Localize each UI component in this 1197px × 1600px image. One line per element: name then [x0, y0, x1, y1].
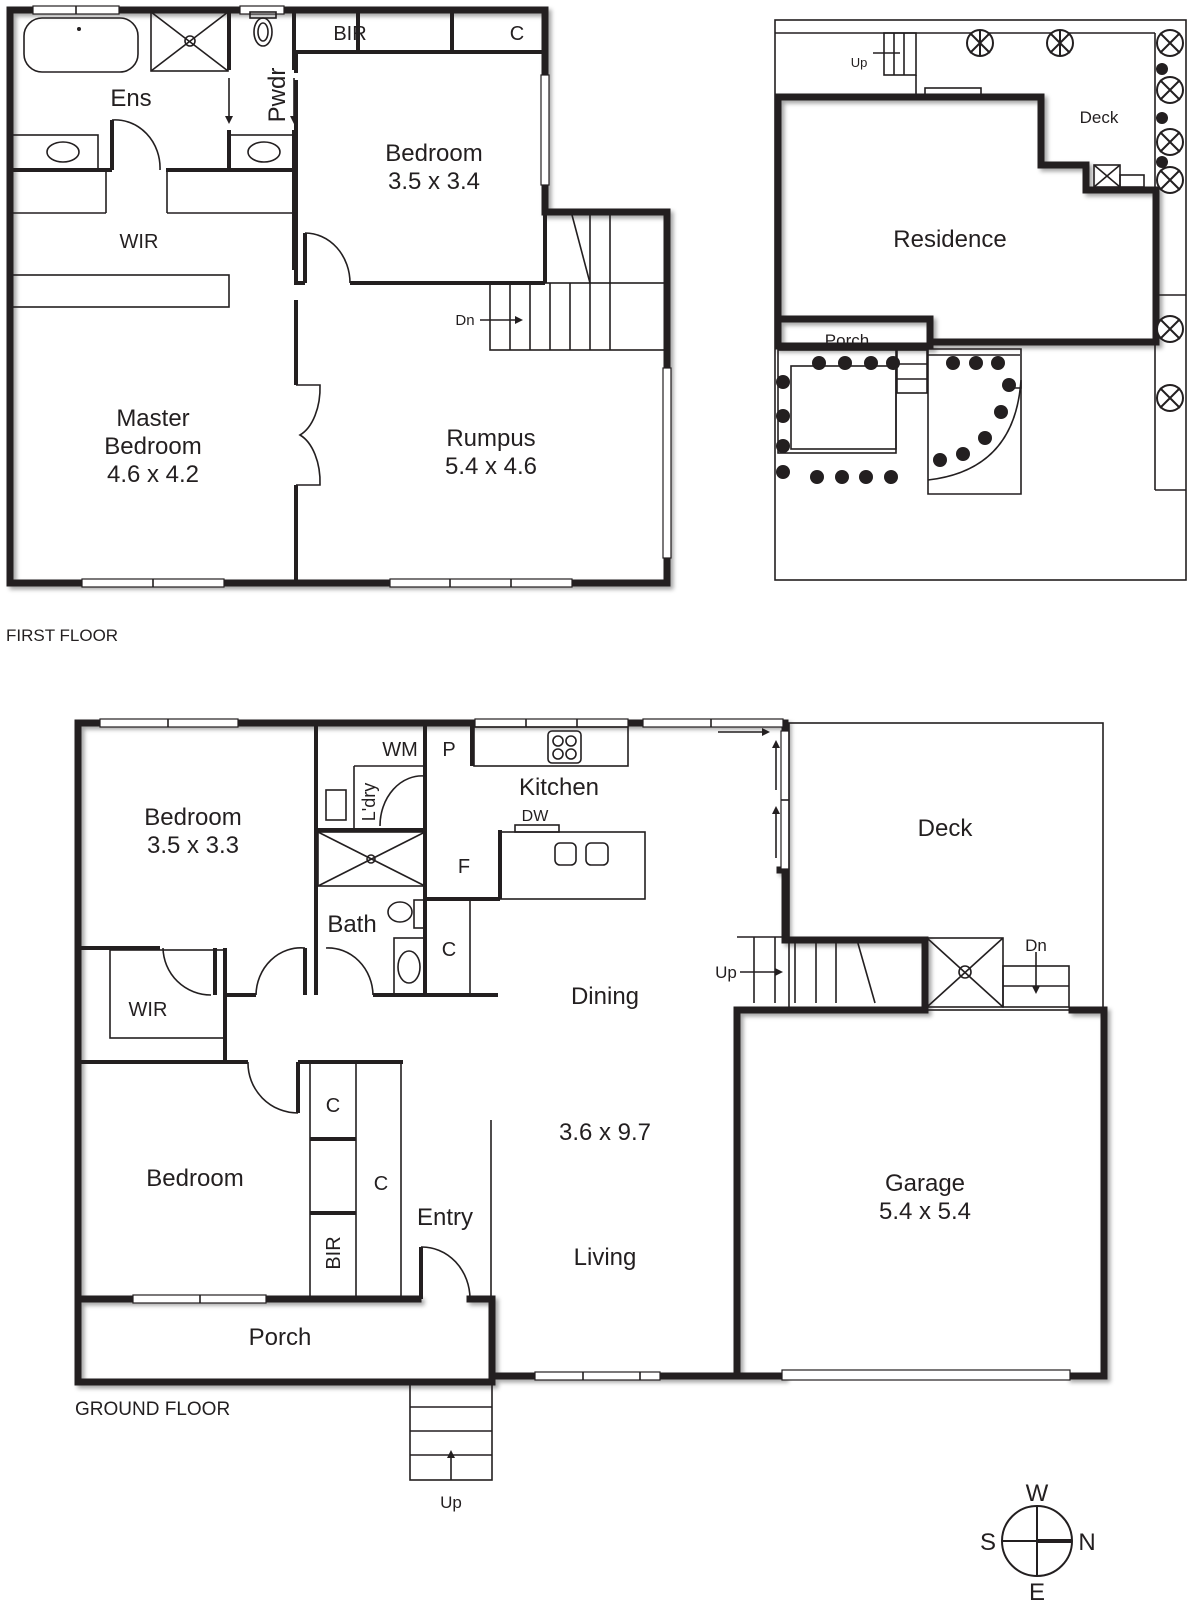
room-label-rumpus: Rumpus: [446, 425, 535, 452]
room-label-wir: WIR: [129, 999, 168, 1021]
compass-north: N: [1078, 1529, 1095, 1556]
front-stairs-label-up: Up: [440, 1493, 462, 1512]
first-floor-plan: [6, 5, 672, 588]
room-label-master-1: Master: [116, 405, 189, 432]
shrub-icons: [776, 63, 1168, 484]
site-label-up: Up: [851, 55, 868, 70]
room-label-wm: WM: [382, 739, 418, 761]
label-dishwasher: DW: [522, 808, 550, 825]
first-floor-caption: FIRST FLOOR: [6, 626, 118, 645]
stairs-label-dn: Dn: [1025, 936, 1047, 955]
room-label-master-2: Bedroom: [104, 433, 201, 460]
room-size-master: 4.6 x 4.2: [107, 461, 199, 488]
room-label-dining: Dining: [571, 983, 639, 1010]
room-label-cupboard-1: C: [326, 1095, 340, 1117]
room-label-powder: Pwdr: [264, 68, 291, 123]
site-label-residence: Residence: [893, 226, 1006, 253]
room-label-bedroom-1: Bedroom: [144, 804, 241, 831]
room-label-porch: Porch: [249, 1324, 312, 1351]
room-size-rumpus: 5.4 x 4.6: [445, 453, 537, 480]
room-label-cupboard: C: [510, 23, 524, 45]
room-label-bir: BIR: [323, 1236, 345, 1269]
room-label-cupboard-2: C: [374, 1173, 388, 1195]
room-label-pantry: P: [442, 739, 455, 761]
room-label-bedroom: Bedroom: [385, 140, 482, 167]
stairs-label-dn: Dn: [455, 312, 474, 329]
room-label-kitchen: Kitchen: [519, 774, 599, 801]
room-size-bedroom: 3.5 x 3.4: [388, 168, 480, 195]
site-label-deck: Deck: [1080, 108, 1119, 127]
compass-south: S: [980, 1529, 996, 1556]
room-size-living: 3.6 x 9.7: [559, 1119, 651, 1146]
room-label-laundry: L'dry: [359, 783, 379, 821]
room-label-bedroom-2: Bedroom: [146, 1165, 243, 1192]
stairs-label-up: Up: [715, 963, 737, 982]
site-label-porch: Porch: [825, 331, 869, 350]
room-label-bir: BIR: [333, 23, 366, 45]
room-label-bath: Bath: [327, 911, 376, 938]
compass-east: E: [1029, 1579, 1045, 1600]
room-label-wir: WIR: [120, 231, 159, 253]
tree-icons: [966, 29, 1184, 412]
room-label-deck: Deck: [918, 815, 974, 842]
room-label-linen: C: [442, 939, 456, 961]
room-label-ensuite: Ens: [110, 85, 151, 112]
room-label-living: Living: [574, 1244, 637, 1271]
ground-floor-plan: [74, 718, 1108, 1481]
room-size-bedroom-1: 3.5 x 3.3: [147, 832, 239, 859]
ground-floor-caption: GROUND FLOOR: [75, 1399, 230, 1420]
label-fridge: F: [458, 856, 470, 878]
room-label-entry: Entry: [417, 1204, 473, 1231]
compass-icon: [1001, 1505, 1073, 1577]
compass-west: W: [1026, 1480, 1049, 1507]
room-size-garage: 5.4 x 5.4: [879, 1198, 971, 1225]
room-label-garage: Garage: [885, 1170, 965, 1197]
site-plan: [774, 19, 1187, 581]
